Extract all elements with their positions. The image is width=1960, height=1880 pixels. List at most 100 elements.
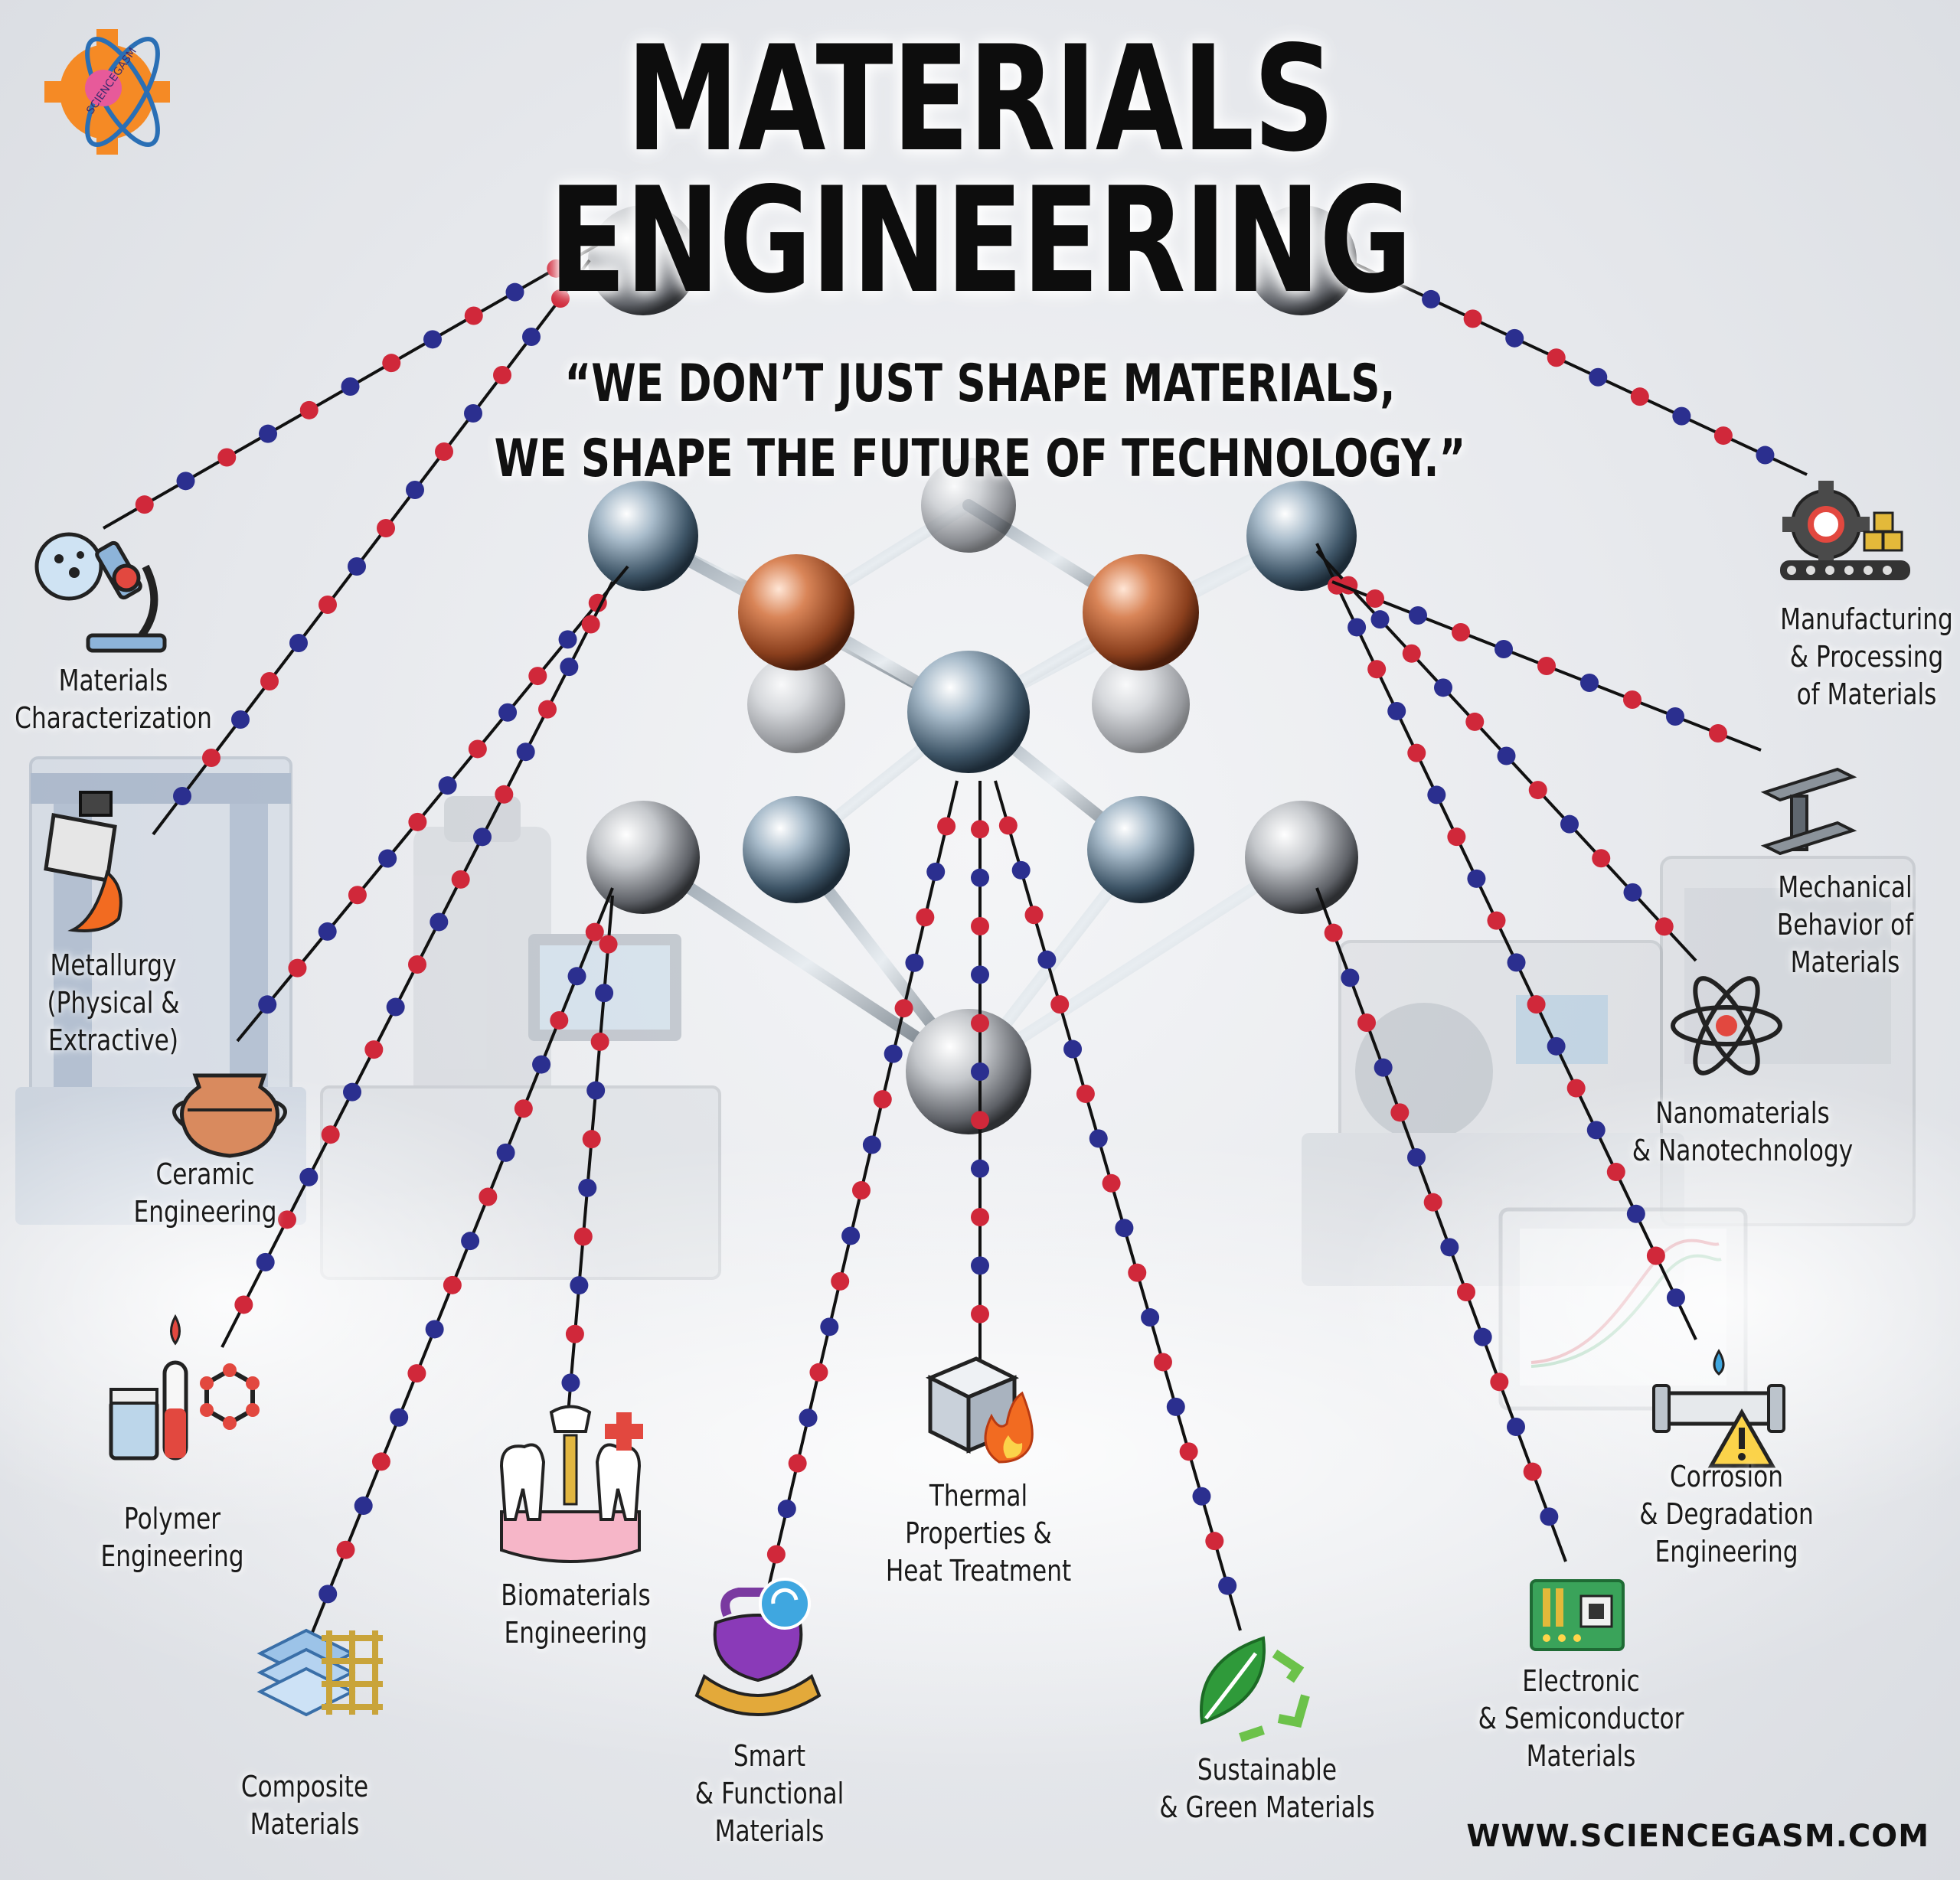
connector-dot (1547, 1036, 1566, 1056)
node-label-line: Sustainable (1197, 1753, 1338, 1787)
connector-dot (505, 282, 524, 302)
connector-dot (299, 1167, 318, 1186)
connector-dot (1102, 1173, 1121, 1193)
footer-url[interactable]: WWW.SCIENCEGASM.COM (1466, 1819, 1929, 1854)
connector-dot (1547, 348, 1566, 367)
connector-dot (343, 1082, 361, 1102)
connector-dot (258, 995, 277, 1014)
node-label-line: Extractive) (47, 1023, 179, 1057)
smart-material-icon (694, 1578, 822, 1716)
title-line-2: ENGINEERING (548, 156, 1413, 325)
connector-lines (103, 243, 1808, 1639)
connector-dot (318, 922, 337, 941)
node-label-line: Materials (1526, 1739, 1636, 1773)
connector-dot (341, 377, 360, 396)
node-label-line: Electronic (1522, 1664, 1640, 1698)
connector-dot (1566, 1079, 1586, 1098)
connector-dot (1011, 860, 1031, 880)
connector-dot (430, 912, 449, 932)
connector-dot (788, 1454, 807, 1473)
connector-dot (1467, 869, 1486, 888)
connector-dot (820, 1317, 839, 1337)
connector-dot (1407, 1148, 1426, 1167)
connector-dot (971, 965, 989, 984)
connector-dot (1560, 814, 1579, 834)
node-label-line: Corrosion (1670, 1460, 1783, 1493)
connector-dot (259, 424, 277, 443)
connector-dot (1179, 1442, 1198, 1461)
connector-dot (1623, 690, 1642, 709)
connector-dot (560, 658, 579, 677)
connector-dot (288, 958, 307, 978)
connector-dot (971, 868, 989, 887)
atom-icon (1671, 976, 1782, 1075)
connector-dot (971, 1111, 989, 1130)
connector-dot (862, 1135, 881, 1154)
node-label-line: & Green Materials (1159, 1790, 1375, 1824)
connector-dot (1537, 657, 1556, 675)
connector-dot (498, 703, 518, 722)
connector-dot (371, 1452, 390, 1471)
connector-dot (1390, 1103, 1410, 1122)
connector-dot (1370, 610, 1390, 629)
connector-dot (567, 967, 586, 986)
connector-dot (495, 785, 514, 804)
quote-line-1: “WE DON’T JUST SHAPE MATERIALS, (564, 354, 1396, 414)
connector-dot (1494, 640, 1513, 658)
connector-dot (479, 1187, 498, 1206)
connector-dot (926, 862, 946, 881)
connector-dot (884, 1044, 903, 1063)
node-label-nano: Nanomaterials& Nanotechnology (1632, 1095, 1853, 1170)
connector-dot (916, 908, 935, 927)
cube-flame-icon (925, 1356, 1034, 1464)
connector-dot (578, 1178, 597, 1197)
node-label-line: Mechanical (1778, 870, 1913, 904)
connector-dot (1166, 1397, 1185, 1416)
connector-dot (256, 1252, 275, 1271)
connector-dot (1655, 917, 1674, 936)
lattice-spheres (586, 205, 1358, 1134)
connector-dot (1324, 923, 1343, 942)
node-label-line: Metallurgy (50, 948, 177, 982)
connector-dot (1380, 270, 1399, 289)
connector-dot (468, 739, 487, 759)
connector-dot (217, 448, 237, 467)
node-label-line: Ceramic (155, 1157, 255, 1191)
connector-dot (231, 710, 250, 729)
connector-dot (582, 1130, 601, 1149)
connector-dot (278, 1210, 296, 1229)
connector-dot (1409, 606, 1427, 625)
connector-dot (1497, 746, 1516, 765)
node-label-line: Biomaterials (501, 1578, 651, 1612)
node-label-line: Characterization (15, 701, 212, 735)
polymer-lab-icon (109, 1314, 260, 1461)
node-label-line: & Nanotechnology (1632, 1134, 1854, 1167)
connector-dot (998, 816, 1018, 835)
corroded-pipe-icon (1652, 1349, 1785, 1468)
node-label-line: Composite (240, 1770, 369, 1803)
connector-dot (570, 1276, 589, 1295)
connector-dot (1505, 328, 1524, 348)
connector-dot (558, 630, 577, 649)
connector-dot (777, 1500, 796, 1519)
connector-dot (873, 1090, 892, 1109)
connector-dot (1434, 678, 1452, 697)
node-label-line: Properties & (905, 1516, 1052, 1550)
connector-dot (354, 1496, 373, 1516)
connector-dot (585, 922, 604, 942)
connector-dot (464, 404, 482, 423)
connector-dot (234, 1295, 253, 1314)
connector-dot (1666, 707, 1684, 726)
connector-dot (532, 1055, 551, 1074)
connector-dot (1367, 660, 1387, 679)
connector-dot (937, 817, 956, 836)
connector-dot (1357, 1013, 1376, 1032)
connector-dot (1586, 1121, 1606, 1140)
connector-dot (971, 820, 989, 839)
